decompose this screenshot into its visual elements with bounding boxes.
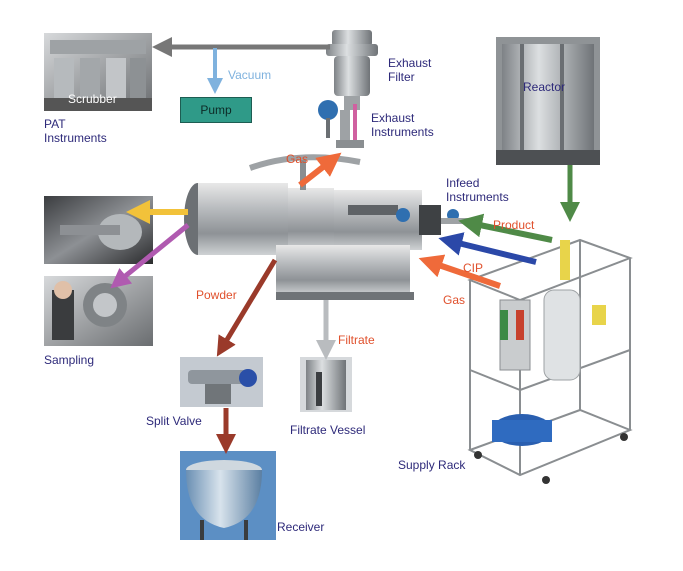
exhaust-filter-line-1: Exhaust <box>388 56 432 70</box>
exhaust-instruments-unit <box>318 100 364 148</box>
split-valve-label: Split Valve <box>146 414 202 428</box>
arrow-product <box>458 213 553 243</box>
infeed-instruments-line-2: Instruments <box>446 190 509 204</box>
gas-outlet-photo <box>44 196 153 264</box>
pat-instruments-line-1: PAT <box>44 117 66 131</box>
arrow-gas-right <box>418 254 501 289</box>
exhaust-filter-label: Exhaust Filter <box>388 56 431 84</box>
arrow-powder <box>216 258 278 357</box>
split-valve-photo <box>180 357 263 407</box>
infeed-instruments-label: Infeed Instruments <box>446 176 509 204</box>
supply-rack-components <box>474 240 628 484</box>
receiver-photo <box>180 451 276 540</box>
sampling-label: Sampling <box>44 353 95 367</box>
gas-right-label: Gas <box>443 293 466 307</box>
supply-rack-label: Supply Rack <box>398 458 466 472</box>
exhaust-instruments-line-1: Exhaust <box>371 111 415 125</box>
exhaust-instruments-line-2: Instruments <box>371 125 434 139</box>
scrubber-label: Scrubber <box>68 92 117 106</box>
exhaust-filter-unit <box>326 30 378 110</box>
filtrate-vessel-label: Filtrate Vessel <box>290 423 366 437</box>
arrow-gas-top <box>298 152 342 188</box>
gas-top-label: Gas <box>286 152 309 166</box>
receiver-label: Receiver <box>277 520 325 534</box>
filter-dryer-machine <box>184 154 422 300</box>
scrubber-photo <box>44 33 152 111</box>
filtrate-label: Filtrate <box>338 333 375 347</box>
infeed-instruments-line-1: Infeed <box>446 176 480 190</box>
exhaust-filter-line-2: Filter <box>388 70 415 84</box>
pat-instruments-line-2: Instruments <box>44 131 107 145</box>
filtrate-vessel-photo <box>300 357 352 412</box>
arrow-to-sampling <box>110 223 190 289</box>
vacuum-label: Vacuum <box>228 68 272 82</box>
reactor-photo <box>496 37 600 165</box>
cip-label: CIP <box>463 261 484 275</box>
sampling-photo <box>44 276 153 346</box>
pat-instruments-label: PAT Instruments <box>44 117 107 145</box>
powder-label: Powder <box>196 288 237 302</box>
infeed-instruments-unit <box>419 205 471 235</box>
reactor-label: Reactor <box>523 80 566 94</box>
pump-box: Pump <box>180 97 252 123</box>
arrow-cip <box>438 232 537 265</box>
product-label: Product <box>493 218 535 232</box>
exhaust-instruments-label: Exhaust Instruments <box>371 111 434 139</box>
